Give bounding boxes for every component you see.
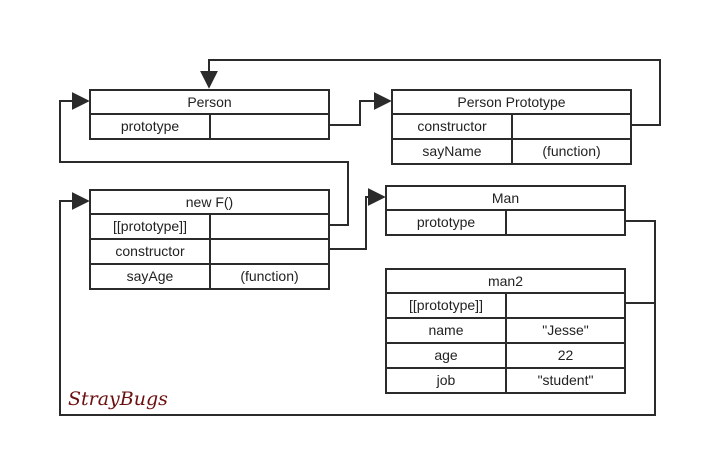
person-prototype-row-constructor: constructor: [393, 115, 630, 140]
man2-job-key: job: [387, 369, 507, 392]
person-prototype-title: Person Prototype: [393, 91, 630, 115]
arrow-newf-constructor-to-man: [330, 188, 386, 250]
man2-name-key: name: [387, 319, 507, 342]
arrow-newf-prototype-link-to-person-prototype: [59, 92, 349, 226]
person-prototype-key: prototype: [91, 115, 211, 138]
new-f-sayage-value: (function): [240, 268, 299, 284]
man2-prototype-link-value: [507, 294, 624, 317]
new-f-sayage-key: sayAge: [91, 265, 211, 288]
person-prototype-sayname-value: (function): [542, 143, 601, 159]
arrow-man-prototype-and-man2-link-to-newf: [59, 192, 656, 416]
new-f-row-sayage: sayAge (function): [91, 265, 328, 288]
person-prototype-value: [211, 115, 328, 138]
new-f-constructor-value: [211, 240, 328, 263]
man2-prototype-link-key: [[prototype]]: [387, 294, 507, 317]
man2-name-value: "Jesse": [542, 322, 589, 338]
new-f-prototype-link-key: [[prototype]]: [91, 215, 211, 238]
man2-age-key: age: [387, 344, 507, 367]
person-row-prototype: prototype: [91, 115, 328, 138]
man2-box: man2 [[prototype]] name "Jesse" age 22 j…: [385, 268, 626, 394]
person-box: Person prototype: [89, 89, 330, 140]
new-f-title: new F(): [91, 191, 328, 215]
person-prototype-row-sayname: sayName (function): [393, 140, 630, 163]
man2-row-age: age 22: [387, 344, 624, 369]
new-f-box: new F() [[prototype]] constructor sayAge…: [89, 189, 330, 290]
man-title: Man: [387, 187, 624, 211]
new-f-prototype-link-value: [211, 215, 328, 238]
man2-job-value: "student": [537, 372, 594, 388]
person-prototype-box: Person Prototype constructor sayName (fu…: [391, 89, 632, 165]
straybugs-watermark: StrayBugs: [68, 388, 168, 410]
man-row-prototype: prototype: [387, 211, 624, 234]
man2-row-prototype-link: [[prototype]]: [387, 294, 624, 319]
arrow-prototype-constructor-to-person: [200, 59, 661, 126]
new-f-row-constructor: constructor: [91, 240, 328, 265]
new-f-constructor-key: constructor: [91, 240, 211, 263]
person-prototype-sayname-key: sayName: [393, 140, 513, 163]
man-prototype-key: prototype: [387, 211, 507, 234]
arrow-person-prototype-to-person-prototype-object: [330, 92, 392, 126]
person-prototype-constructor-key: constructor: [393, 115, 513, 138]
man2-title: man2: [387, 270, 624, 294]
man2-age-value: 22: [557, 347, 574, 363]
person-title: Person: [91, 91, 328, 115]
man2-row-job: job "student": [387, 369, 624, 392]
man2-row-name: name "Jesse": [387, 319, 624, 344]
man-box: Man prototype: [385, 185, 626, 236]
person-prototype-constructor-value: [513, 115, 630, 138]
man-prototype-value: [507, 211, 624, 234]
new-f-row-prototype-link: [[prototype]]: [91, 215, 328, 240]
